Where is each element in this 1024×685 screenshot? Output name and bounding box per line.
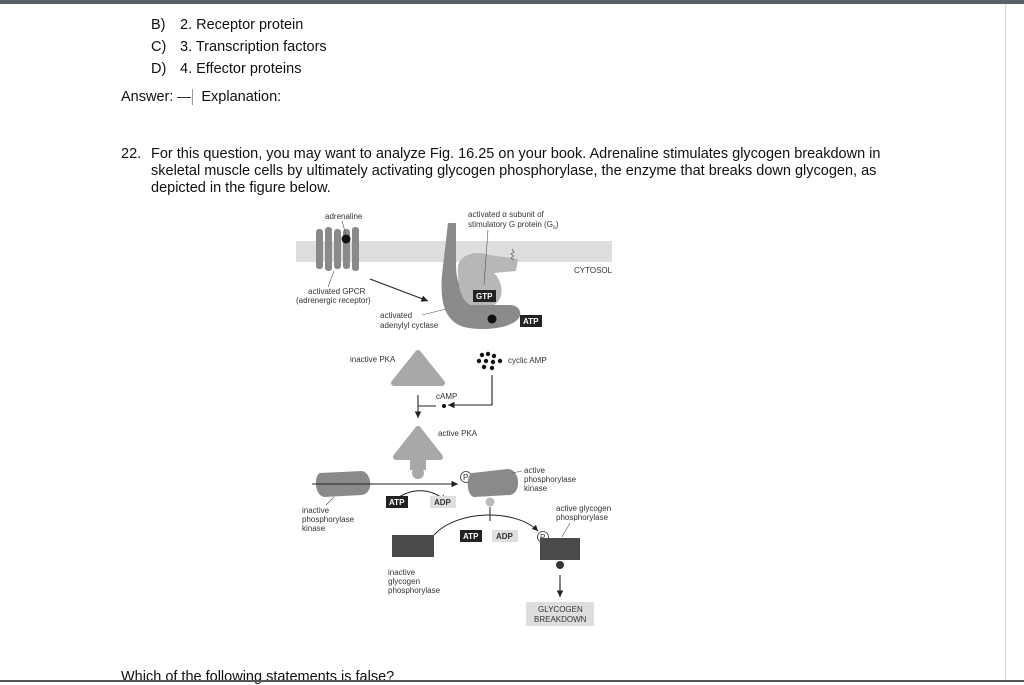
cyclase-label-line1: activated — [380, 311, 412, 320]
active-glycogen-phosphorylase-shape — [540, 538, 580, 560]
atp-tag-cyclase — [520, 315, 542, 327]
gpcr-receptor-shape — [316, 227, 359, 271]
active-kinase-line3: kinase — [524, 484, 548, 493]
svg-text:GTP: GTP — [476, 292, 493, 301]
inactive-gp-line2: glycogen — [388, 577, 420, 586]
cyclic-amp-molecules — [476, 351, 503, 371]
alpha-subunit-label-line2: stimulatory G protein (Gs) — [468, 220, 559, 231]
adp-tag-pka — [430, 496, 456, 508]
explanation-label: Explanation: — [201, 89, 282, 105]
breakdown-line2: BREAKDOWN — [534, 615, 587, 624]
active-kinase-line1: active — [524, 466, 545, 475]
inactive-gp-line3: phosphorylase — [388, 586, 441, 595]
atp-molecule — [487, 314, 497, 324]
question-line: depicted in the figure below. — [151, 180, 331, 196]
adrenaline-molecule — [341, 234, 351, 244]
question-number: 22. — [121, 146, 142, 162]
glycogen-signaling-figure: adrenaline activated GPCR (adrenergic re… — [296, 210, 613, 626]
cyclic-amp-label: cyclic AMP — [508, 356, 547, 365]
svg-text:P: P — [463, 473, 468, 482]
svg-text:P: P — [540, 533, 545, 542]
svg-text:ATP: ATP — [463, 532, 479, 541]
inactive-kinase-line1: inactive — [302, 506, 330, 515]
camp-label: cAMP — [436, 392, 457, 401]
gpcr-label-line1: activated GPCR — [308, 287, 366, 296]
window-bottom-edge — [0, 680, 1024, 682]
svg-text:ATP: ATP — [523, 317, 539, 326]
question-text: For this question, you may want to analy… — [151, 146, 911, 197]
atp-tag-kinase — [460, 530, 482, 542]
g-protein-alpha-shape — [457, 252, 518, 305]
inactive-gp-line1: inactive — [388, 568, 416, 577]
gpcr-label-line2: (adrenergic receptor) — [296, 296, 371, 305]
cytosol-label: CYTOSOL — [574, 266, 613, 275]
active-kinase-shape — [467, 469, 519, 497]
text-caret — [192, 89, 194, 106]
inactive-kinase-line2: phosphorylase — [302, 515, 355, 524]
answer-blank[interactable] — [177, 96, 192, 98]
adenylyl-cyclase-shape — [441, 223, 521, 329]
inactive-pka-shape — [391, 350, 445, 386]
svg-text:ATP: ATP — [389, 498, 405, 507]
active-pka-shape — [393, 426, 443, 460]
next-question-text: Which of the following statements is fal… — [121, 669, 395, 685]
svg-text:ADP: ADP — [434, 498, 452, 507]
question-line: For this question, you may want to analy… — [151, 146, 881, 162]
svg-text:ADP: ADP — [496, 532, 514, 541]
window-top-bar — [0, 0, 1024, 4]
answer-row: Answer: Explanation: — [121, 89, 282, 106]
alpha-subunit-label-line1: activated α subunit of — [468, 210, 545, 219]
active-pka-label: active PKA — [438, 429, 478, 438]
breakdown-line1: GLYCOGEN — [538, 605, 583, 614]
active-gp-line2: phosphorylase — [556, 513, 609, 522]
atp-tag-pka — [386, 496, 408, 508]
cyclase-label-line2: adenylyl cyclase — [380, 321, 439, 330]
adrenaline-label: adrenaline — [325, 212, 363, 221]
active-gp-line1: active glycogen — [556, 504, 611, 513]
glycogen-breakdown-box — [526, 602, 594, 626]
camp-dot — [442, 404, 446, 408]
inactive-pka-label: inactive PKA — [350, 355, 396, 364]
question-line: skeletal muscle cells by ultimately acti… — [151, 163, 877, 179]
active-kinase-line2: phosphorylase — [524, 475, 577, 484]
inactive-glycogen-phosphorylase-shape — [392, 535, 434, 557]
inactive-kinase-line3: kinase — [302, 524, 326, 533]
page-right-edge — [1005, 4, 1006, 682]
gtp-tag — [473, 290, 496, 302]
adp-tag-kinase — [492, 530, 518, 542]
answer-label: Answer: — [121, 89, 174, 105]
